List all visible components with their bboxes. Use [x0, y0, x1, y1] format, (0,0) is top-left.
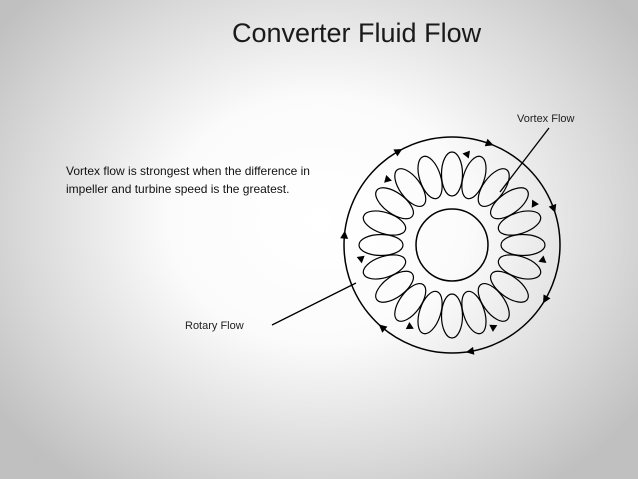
vortex-arrowhead [538, 255, 547, 263]
rotary-arrowhead [543, 294, 551, 304]
vortex-loop [477, 283, 510, 322]
vortex-loop [375, 187, 414, 220]
description-text: Vortex flow is strongest when the differ… [66, 164, 310, 196]
rotary-flow-label: Rotary Flow [185, 320, 244, 332]
vortex-arrowhead [531, 199, 539, 208]
vortex-arrowhead [405, 322, 414, 330]
vortex-loop [477, 168, 510, 207]
rotary-arrowhead [548, 203, 557, 213]
vortex-loop [417, 290, 443, 335]
vortex-arrowhead [489, 324, 498, 332]
vortex-flow-label: Vortex Flow [517, 113, 575, 125]
vortex-loop [362, 254, 407, 280]
vortex-loop [362, 210, 407, 236]
vortex-loop [440, 151, 464, 197]
vortex-loop [500, 233, 546, 257]
vortex-arrowhead [384, 174, 392, 183]
rotary-arrowhead [484, 138, 494, 147]
vortex-loop [497, 210, 542, 236]
vortex-loop [358, 233, 404, 257]
inner-hub [415, 208, 489, 282]
rotary-flow-arrows [340, 138, 557, 355]
vortex-loop [490, 187, 529, 220]
rotary-arrowhead [393, 148, 403, 157]
vortex-flow-leader-line [499, 127, 550, 193]
rotary-flow-leader-line [271, 282, 357, 326]
vortex-loop [417, 155, 443, 200]
rotary-arrowhead [465, 346, 475, 355]
vortex-loops [356, 150, 547, 339]
vortex-loop [461, 290, 487, 335]
vortex-loop [394, 283, 427, 322]
vortex-loop [375, 270, 414, 303]
rotary-arrowhead [378, 324, 388, 333]
rotary-arrowhead [340, 230, 349, 239]
vortex-loop [461, 155, 487, 200]
vortex-loop [497, 254, 542, 280]
slide-title: Converter Fluid Flow [232, 18, 482, 48]
slide-number: 8 [34, 455, 40, 465]
vortex-loop [440, 293, 464, 339]
vortex-loop [394, 168, 427, 207]
vortex-loop [490, 270, 529, 303]
vortex-arrowhead [462, 150, 470, 159]
outer-ring [343, 136, 561, 354]
vortex-arrowhead [356, 255, 365, 264]
